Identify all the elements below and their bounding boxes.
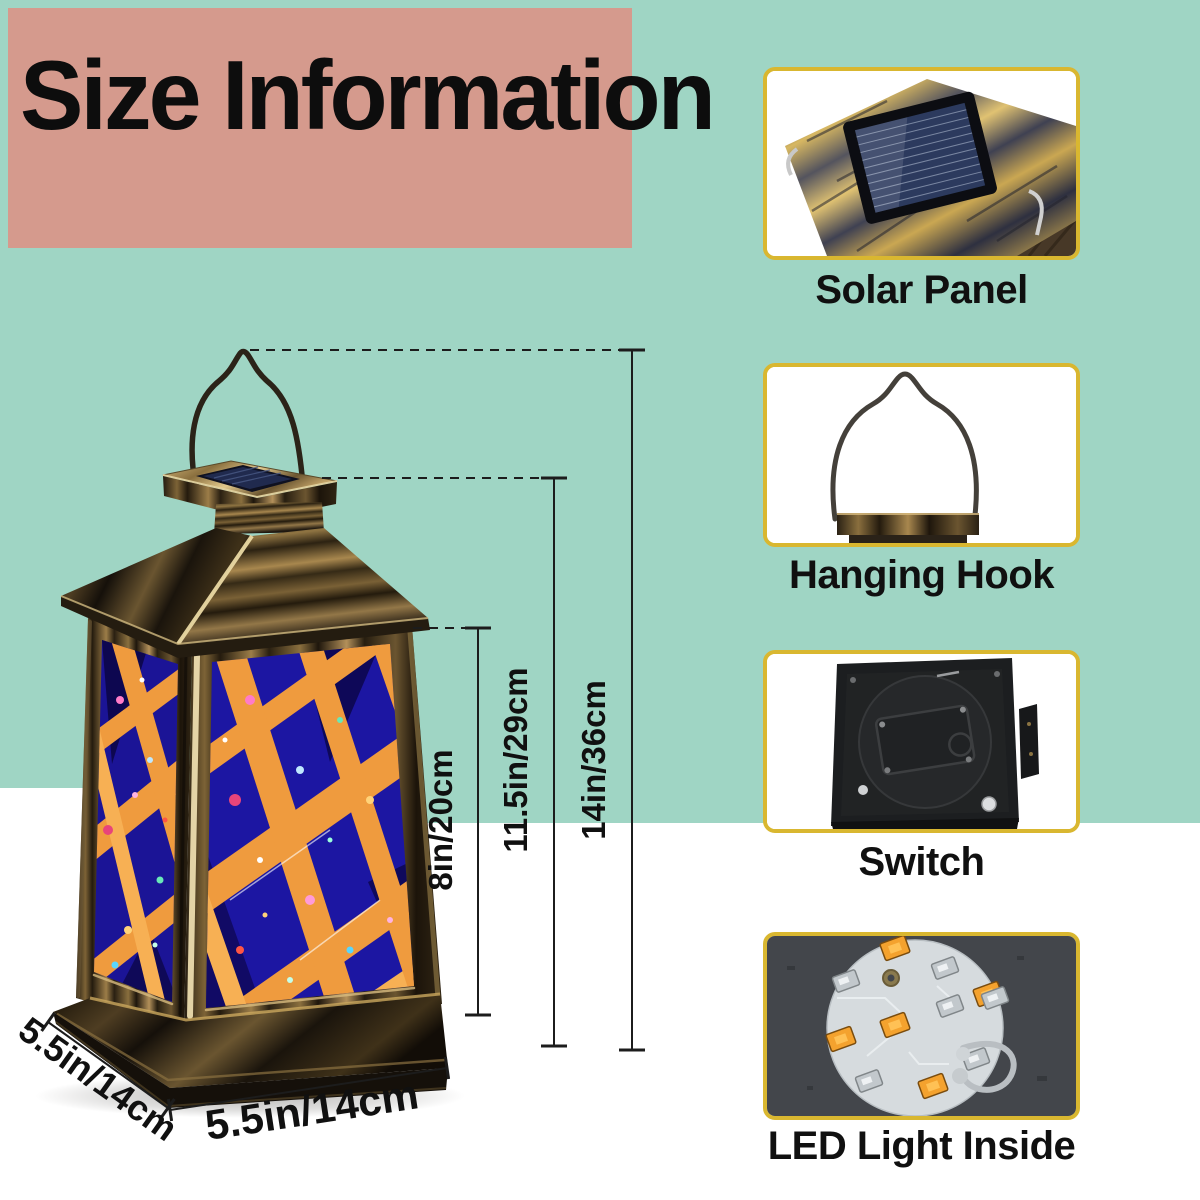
led-light-photo <box>763 932 1080 1120</box>
dimension-lines <box>40 348 645 1122</box>
frame-highlights <box>76 620 441 1019</box>
switch-label: Switch <box>858 840 985 884</box>
title-banner <box>8 8 632 248</box>
switch-photo <box>763 650 1080 833</box>
lantern-neck <box>214 502 324 534</box>
led-chips-metallic <box>831 956 1010 1093</box>
lantern-base <box>53 992 448 1108</box>
led-light-label: LED Light Inside <box>767 1124 1076 1168</box>
page-title: Size Information <box>20 40 716 150</box>
dim-label-total-height: 14in/36cm <box>575 680 612 840</box>
hanging-hook-photo <box>763 363 1080 547</box>
solar-panel-label: Solar Panel <box>815 268 1028 312</box>
dim-label-panel-height: 8in/20cm <box>422 749 459 890</box>
dim-label-body-height: 11.5in/29cm <box>497 667 534 852</box>
hanging-hook-label: Hanging Hook <box>788 553 1055 597</box>
lantern-roof <box>60 528 430 658</box>
solar-panel-photo <box>763 67 1080 260</box>
stained-glass-left <box>94 640 178 1002</box>
solar-cell <box>843 91 997 224</box>
